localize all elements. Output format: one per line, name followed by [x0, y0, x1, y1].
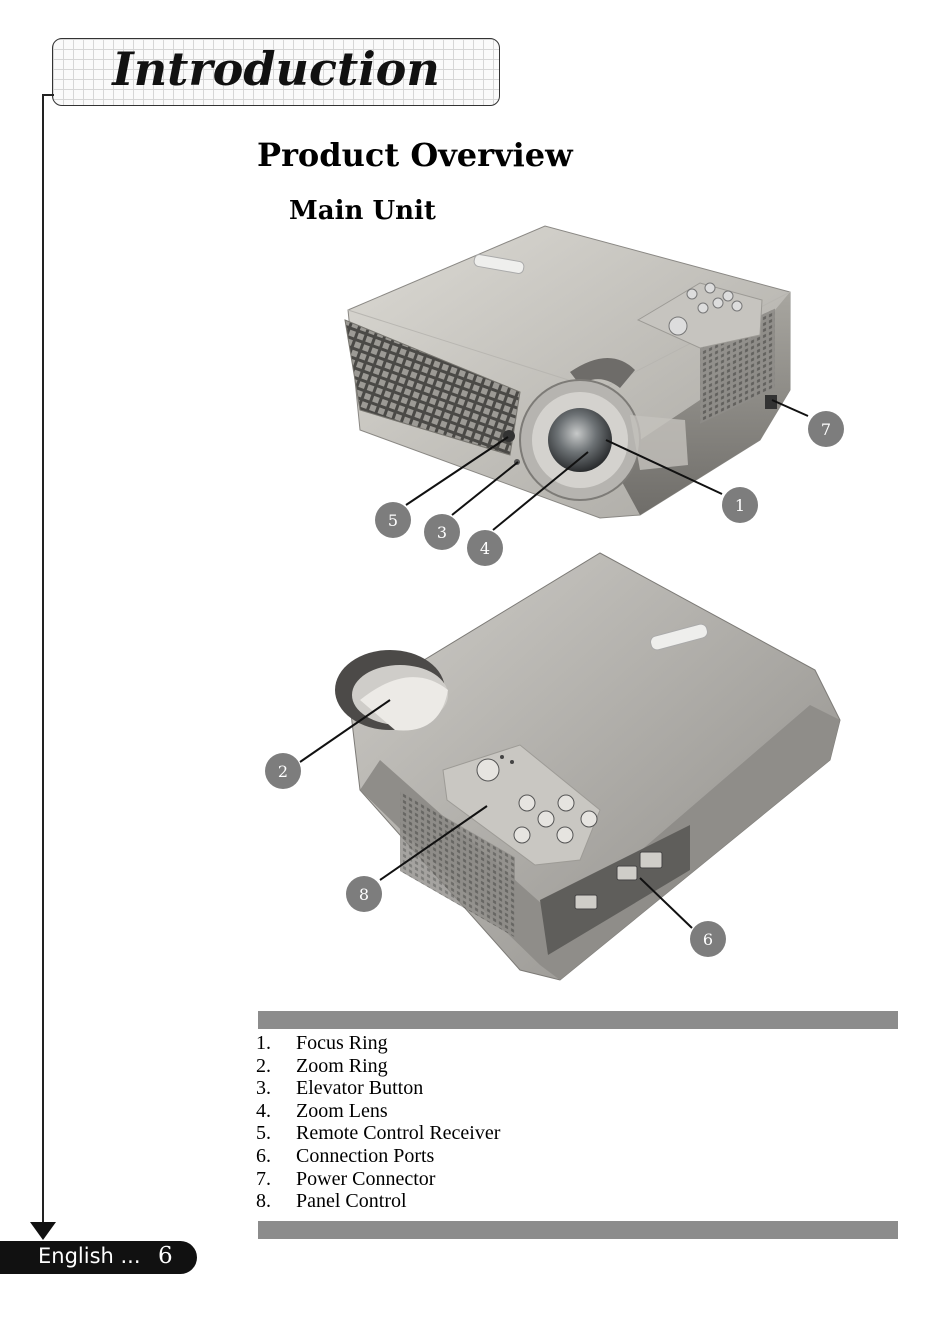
parts-list: 1.Focus Ring 2.Zoom Ring 3.Elevator Butt… — [256, 1032, 500, 1213]
list-top-bar — [258, 1011, 898, 1029]
list-bottom-bar — [258, 1221, 898, 1239]
callout-leaders — [299, 399, 809, 929]
down-arrow-icon — [30, 1222, 56, 1240]
projector-top-view — [335, 552, 841, 981]
list-item: 6.Connection Ports — [256, 1144, 435, 1167]
page-footer: English ... 6 — [0, 1241, 197, 1274]
list-item: 1.Focus Ring — [256, 1032, 388, 1054]
margin-line-cap — [42, 94, 54, 96]
list-item: 2.Zoom Ring — [256, 1054, 388, 1077]
callout-1: 1 — [722, 487, 758, 523]
list-item: 3.Elevator Button — [256, 1077, 424, 1100]
footer-language: English ... — [38, 1244, 141, 1268]
callout-4: 4 — [467, 530, 503, 566]
projector-illustration: 1 2 3 4 5 6 7 8 — [265, 225, 844, 981]
list-item: 7.Power Connector — [256, 1167, 436, 1190]
callout-8: 8 — [346, 876, 382, 912]
margin-line — [42, 94, 44, 1226]
callouts: 1 2 3 4 5 6 7 8 — [265, 411, 844, 957]
callout-6: 6 — [690, 921, 726, 957]
list-item: 4.Zoom Lens — [256, 1099, 388, 1122]
svg-text:4: 4 — [480, 539, 490, 558]
callout-7: 7 — [808, 411, 844, 447]
section-title: Product Overview — [257, 136, 573, 174]
svg-text:6: 6 — [703, 930, 713, 949]
svg-text:3: 3 — [437, 523, 447, 542]
callout-5: 5 — [375, 502, 411, 538]
svg-text:2: 2 — [278, 762, 288, 781]
callout-3: 3 — [424, 514, 460, 550]
svg-text:7: 7 — [821, 420, 831, 439]
subsection-title: Main Unit — [289, 196, 436, 226]
svg-text:5: 5 — [388, 511, 398, 530]
svg-text:1: 1 — [735, 496, 745, 515]
projector-front-view — [344, 225, 791, 519]
list-item: 5.Remote Control Receiver — [256, 1122, 501, 1145]
list-item: 8.Panel Control — [256, 1190, 407, 1213]
svg-text:8: 8 — [359, 885, 369, 904]
chapter-title: Introduction — [112, 42, 440, 96]
page-number: 6 — [158, 1243, 173, 1269]
callout-2: 2 — [265, 753, 301, 789]
chapter-tab — [52, 38, 500, 106]
